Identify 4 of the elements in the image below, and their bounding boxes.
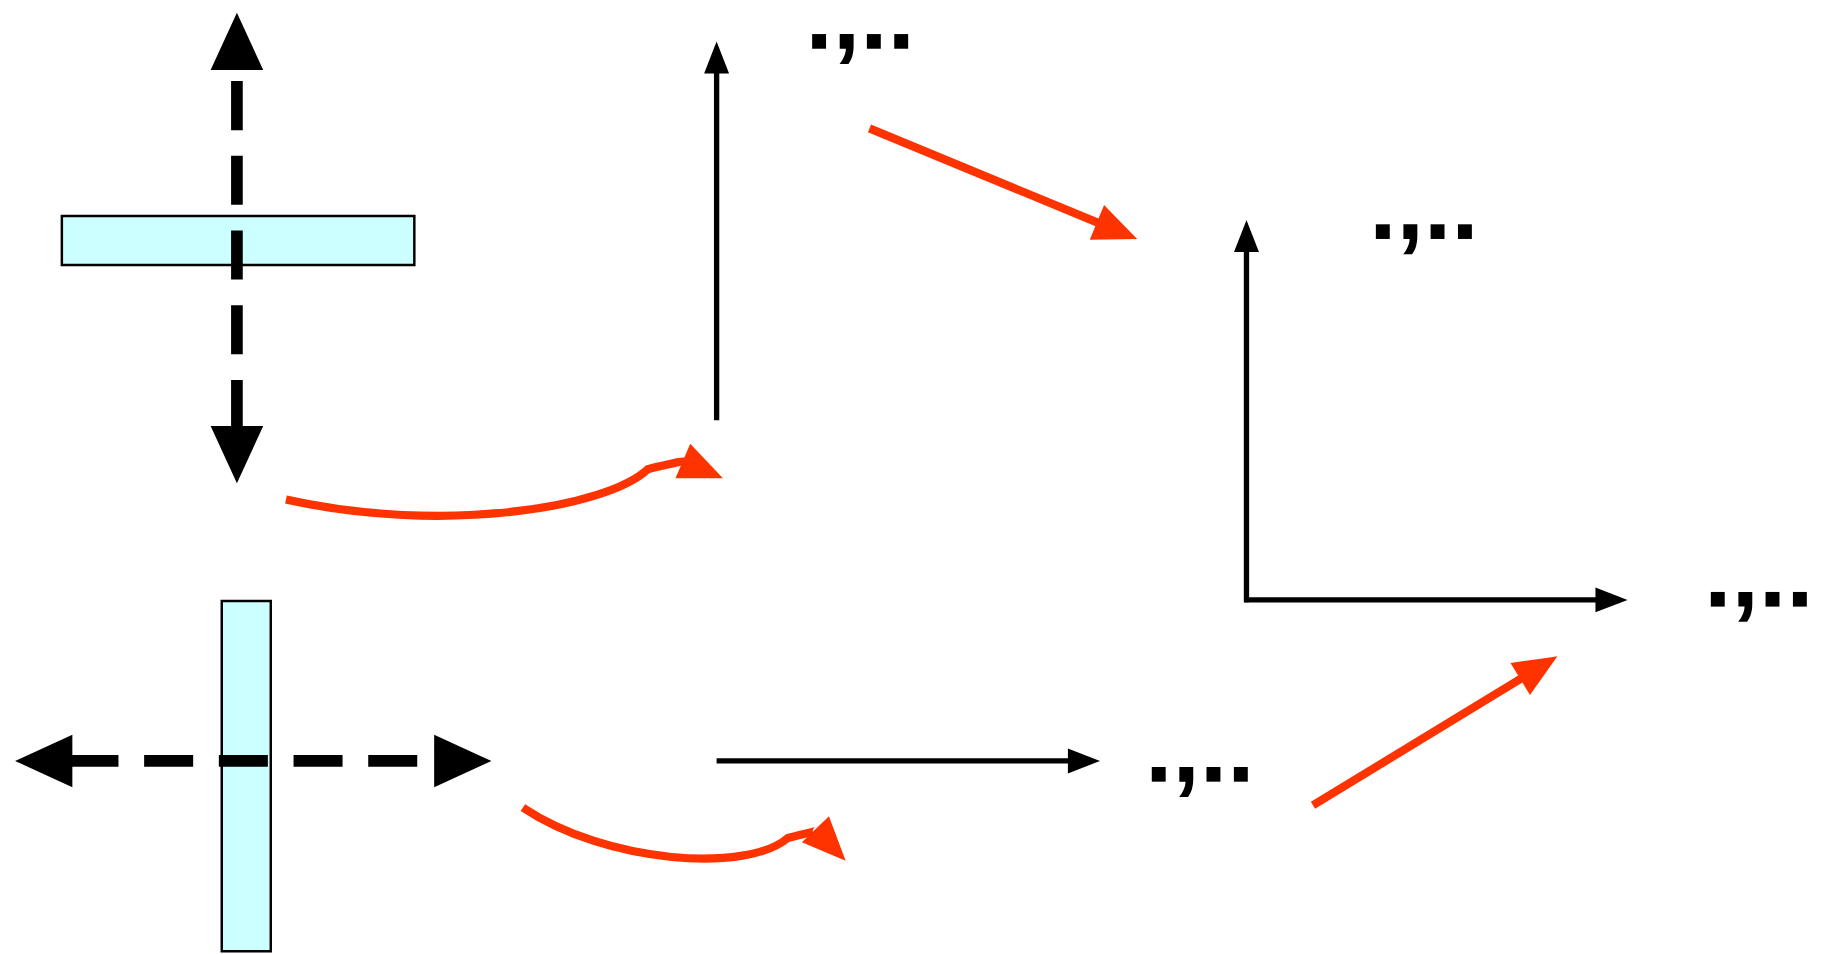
text-label: .,.. (1151, 767, 1248, 798)
text-label: .,.. (1710, 592, 1807, 623)
text-label: .,.. (812, 34, 909, 65)
text-label: .,.. (1375, 224, 1472, 255)
